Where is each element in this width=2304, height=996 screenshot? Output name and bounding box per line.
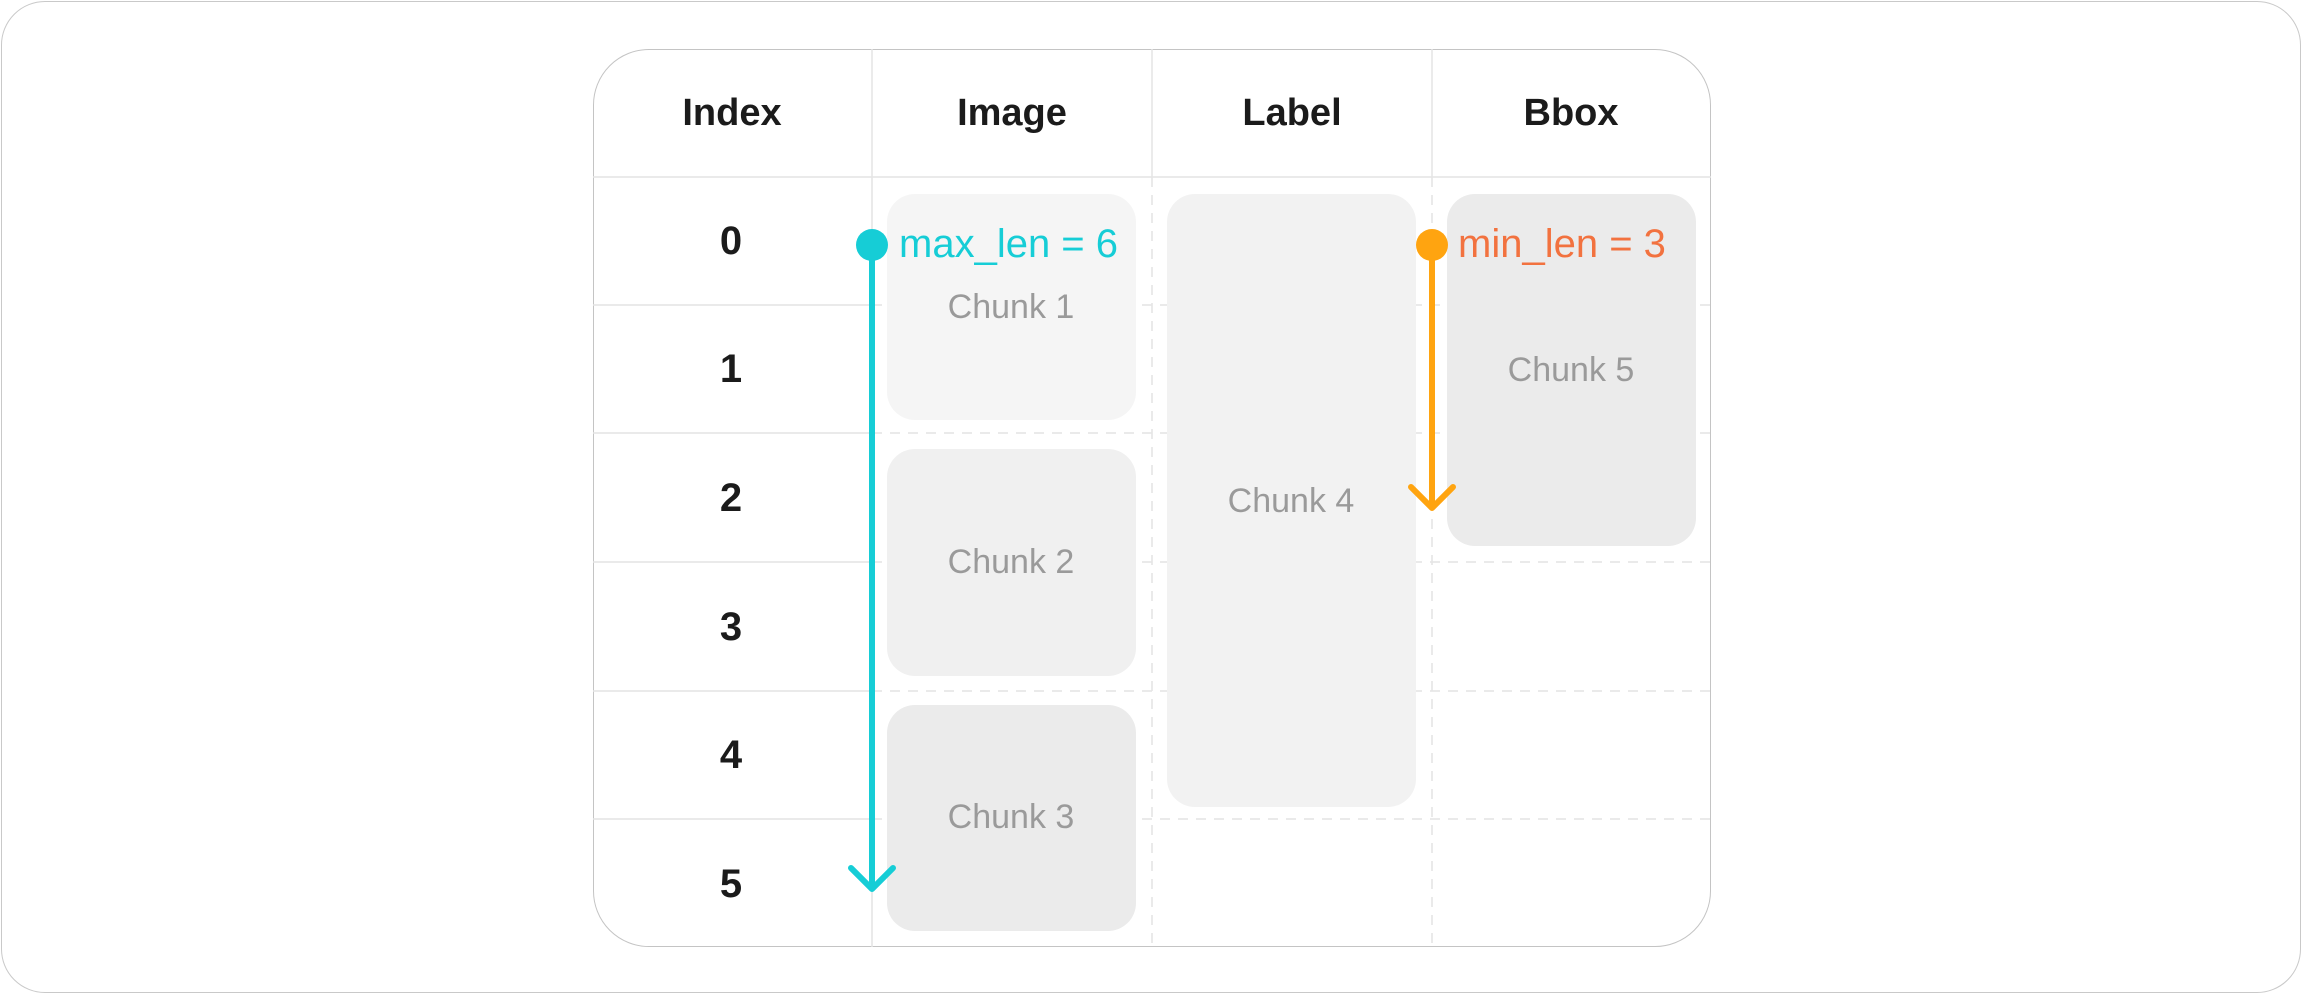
chunk-4-box [1167,194,1416,807]
index-cell: 2 [720,476,742,520]
chunk-3-label: Chunk 3 [948,798,1075,836]
chunk-5-box [1447,194,1696,546]
chunk-1-box [887,194,1136,420]
index-column: 0 1 2 3 4 5 [720,219,743,906]
chunk-5-label: Chunk 5 [1508,351,1635,389]
chunk-3-box [887,705,1136,931]
chunk-block: Chunk 3 [887,705,1136,931]
max-len-annotation: max_len = 6 [848,222,1118,892]
chunk-1-label: Chunk 1 [948,288,1075,326]
max-len-start-dot [856,229,888,261]
chunk-block: Chunk 2 [887,449,1136,676]
index-cell: 1 [720,347,742,391]
index-cell: 0 [720,219,742,263]
chunk-block: Chunk 1 [887,194,1136,420]
index-cell: 4 [720,733,743,777]
down-arrow-icon [1408,484,1456,511]
chunk-block: Chunk 4 [1167,194,1416,807]
column-header-label: Label [1242,92,1341,134]
down-arrow-icon [848,865,896,892]
min-len-label: min_len = 3 [1458,222,1666,266]
column-header-image: Image [957,92,1067,134]
min-len-start-dot [1416,229,1448,261]
chunk-4-label: Chunk 4 [1228,482,1355,520]
max-len-label: max_len = 6 [899,222,1118,266]
table-header: Index Image Label Bbox [682,92,1618,134]
min-len-annotation: min_len = 3 [1408,222,1666,511]
index-cell: 5 [720,862,742,906]
chunk-block: Chunk 5 [1447,194,1696,546]
chunk-2-box [887,449,1136,676]
index-cell: 3 [720,605,742,649]
column-header-bbox: Bbox [1524,92,1619,134]
column-header-index: Index [682,92,781,134]
chunk-2-label: Chunk 2 [948,543,1075,581]
chunk-blocks: Chunk 1 Chunk 2 Chunk 3 Chunk 4 Chunk 5 [887,194,1696,931]
